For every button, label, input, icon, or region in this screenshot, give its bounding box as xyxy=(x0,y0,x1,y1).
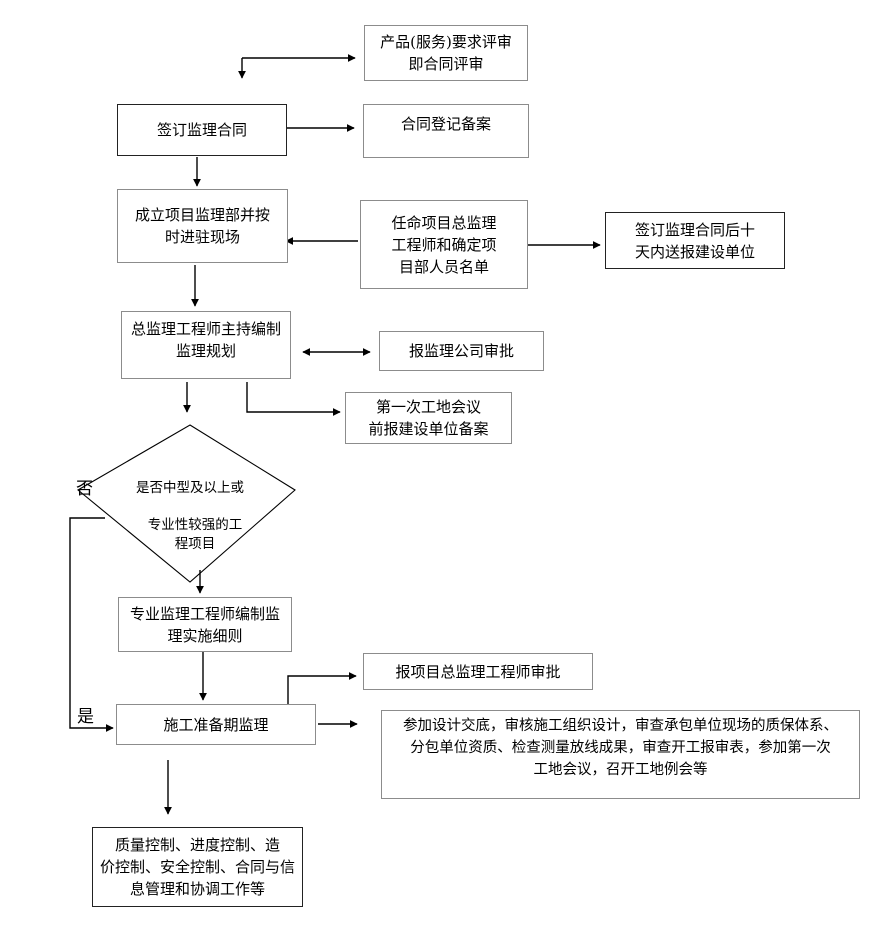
send-within-ten-days-box: 签订监理合同后十 天内送报建设单位 xyxy=(605,212,785,269)
no-label: 否 xyxy=(76,479,93,499)
decision-text-line1: 是否中型及以上或 xyxy=(136,480,244,496)
preparation-supervision-box: 施工准备期监理 xyxy=(116,704,316,745)
report-chief-box: 报项目总监理工程师审批 xyxy=(363,653,593,690)
controls-box: 质量控制、进度控制、造 价控制、安全控制、合同与信 息管理和协调工作等 xyxy=(92,827,303,907)
sign-contract-box: 签订监理合同 xyxy=(117,104,287,156)
yes-label: 是 xyxy=(77,707,94,727)
arrow-no-branch xyxy=(69,517,114,732)
decision-text-line3: 程项目 xyxy=(174,536,216,552)
chief-planning-box: 总监理工程师主持编制 监理规划 xyxy=(121,311,291,379)
arrow-to-report-chief xyxy=(287,672,357,705)
preparation-details-box: 参加设计交底，审核施工组织设计，审查承包单位现场的质保体系、 分包单位资质、检查… xyxy=(381,710,860,799)
arrow-to-first-meeting xyxy=(246,382,341,416)
decision-diamond xyxy=(77,424,296,583)
first-meeting-filing-box: 第一次工地会议 前报建设单位备案 xyxy=(345,392,512,444)
contract-registration-box: 合同登记备案 xyxy=(363,104,529,158)
specialist-rules-box: 专业监理工程师编制监 理实施细则 xyxy=(118,597,292,652)
decision-text-line2: 专业性较强的工 xyxy=(147,517,243,533)
establish-dept-box: 成立项目监理部并按 时进驻现场 xyxy=(117,189,288,263)
appoint-chief-box: 任命项目总监理 工程师和确定项 目部人员名单 xyxy=(360,200,528,289)
report-company-box: 报监理公司审批 xyxy=(379,331,544,371)
product-review-box: 产品(服务)要求评审 即合同评审 xyxy=(364,25,528,81)
